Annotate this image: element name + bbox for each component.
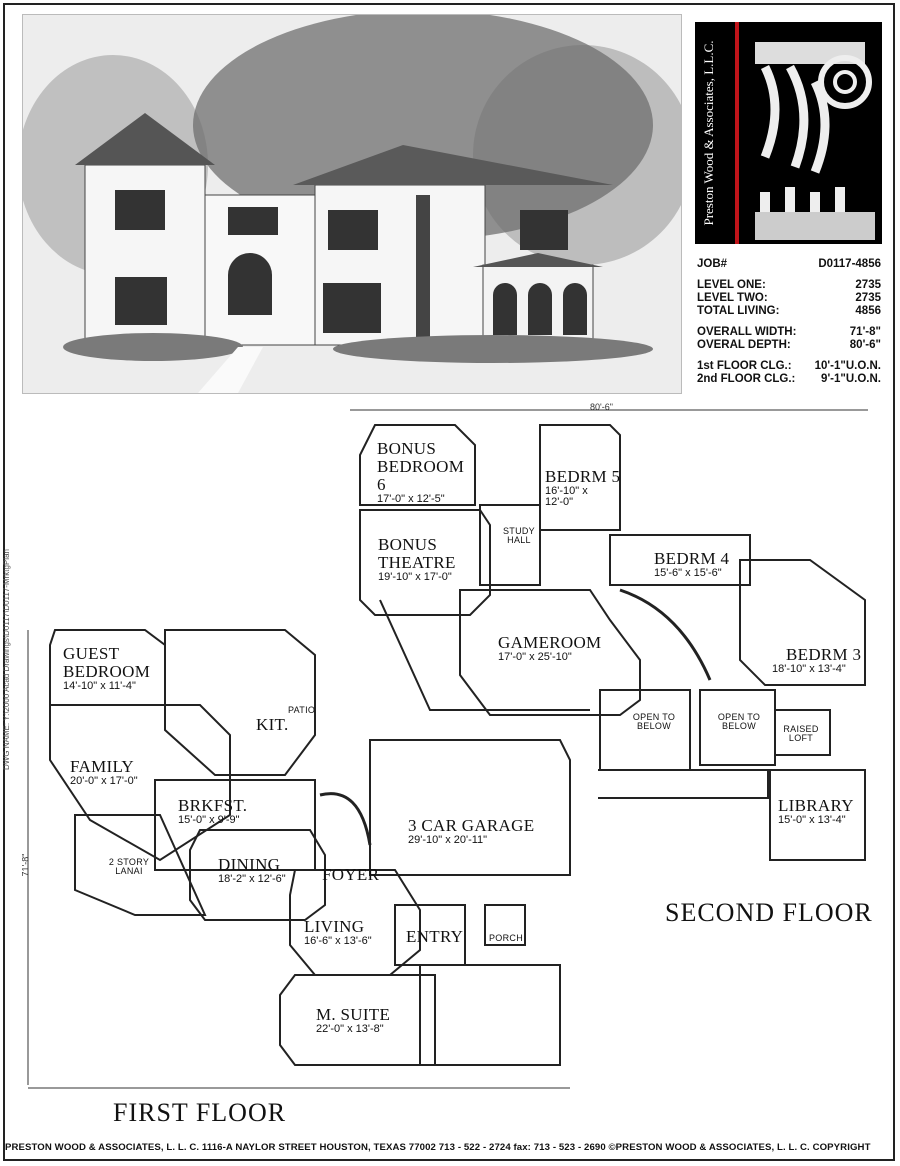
room-foyer: FOYER	[322, 865, 380, 884]
house-sketch	[23, 15, 681, 393]
spec-table: JOB#D0117-4856 LEVEL ONE:2735 LEVEL TWO:…	[697, 258, 881, 386]
room-library: LIBRARY 15'-0" x 13'-4"	[778, 796, 854, 826]
room-bedrm-4: BEDRM 4 15'-6" x 15'-6"	[654, 549, 730, 579]
company-logo: Preston Wood & Associates, L.L.C.	[695, 22, 882, 244]
room-family: FAMILY 20'-0" x 17'-0"	[70, 757, 138, 787]
plan-sheet	[3, 3, 895, 1161]
spec-width: OVERALL WIDTH:71'-8"	[697, 326, 881, 338]
overall-depth-dim: 80'-6"	[590, 402, 613, 412]
room-bonus-bedroom: BONUS BEDROOM 6 17'-0" x 12'-5"	[377, 439, 465, 505]
room-open-to-below-2: OPEN TO BELOW	[717, 712, 761, 732]
logo-red-bar	[735, 22, 739, 244]
room-lanai: 2 STORY LANAI	[108, 857, 150, 877]
second-floor-title: SECOND FLOOR	[665, 898, 873, 927]
room-porch: PORCH	[489, 933, 524, 943]
overall-width-dim: 71'-8"	[20, 853, 31, 877]
room-patio: PATIO	[288, 705, 316, 715]
spec-clg1: 1st FLOOR CLG.:10'-1"U.O.N.	[697, 360, 881, 372]
room-bedrm-5: BEDRM 5 16'-10" x 12'-0"	[545, 467, 621, 509]
room-breakfast: BRKFST. 15'-0" x 9'-9"	[178, 796, 248, 826]
room-study-hall: STUDY HALL	[502, 526, 535, 546]
spec-depth: OVERAL DEPTH:80'-6"	[697, 339, 881, 351]
room-bonus-theatre: BONUS THEATRE 19'-10" x 17'-0"	[378, 535, 456, 583]
room-master-suite: M. SUITE 22'-0" x 13'-8"	[316, 1005, 391, 1035]
room-garage: 3 CAR GARAGE 29'-10" x 20'-11"	[408, 816, 535, 846]
column-capital-icon	[755, 42, 875, 240]
spec-total: TOTAL LIVING:4856	[697, 305, 881, 317]
room-entry: ENTRY	[406, 927, 464, 946]
footer-contact: PRESTON WOOD & ASSOCIATES, L. L. C. 1116…	[5, 1142, 871, 1153]
room-dining: DINING 18'-2" x 12'-6"	[218, 855, 286, 885]
first-floor-title: FIRST FLOOR	[113, 1098, 287, 1127]
spec-level-one: LEVEL ONE:2735	[697, 279, 881, 291]
room-gameroom: GAMEROOM 17'-0" x 25'-10"	[498, 633, 602, 663]
room-living: LIVING 16'-6" x 13'-6"	[304, 917, 372, 947]
room-guest-bedroom: GUEST BEDROOM 14'-10" x 11'-4"	[63, 644, 151, 692]
spec-clg2: 2nd FLOOR CLG.:9'-1"U.O.N.	[697, 373, 881, 385]
room-bedrm-3: BEDRM 3 18'-10" x 13'-4"	[772, 645, 862, 675]
room-raised-loft: RAISED LOFT	[783, 724, 819, 744]
house-rendering	[22, 14, 682, 394]
spec-job: JOB#D0117-4856	[697, 258, 881, 270]
spec-level-two: LEVEL TWO:2735	[697, 292, 881, 304]
room-kitchen: KIT.	[256, 715, 289, 734]
room-open-to-below-1: OPEN TO BELOW	[632, 712, 676, 732]
drawing-name: DWG NAME: Y:\2000 Acad Drawings\D0117\D0…	[2, 549, 11, 770]
